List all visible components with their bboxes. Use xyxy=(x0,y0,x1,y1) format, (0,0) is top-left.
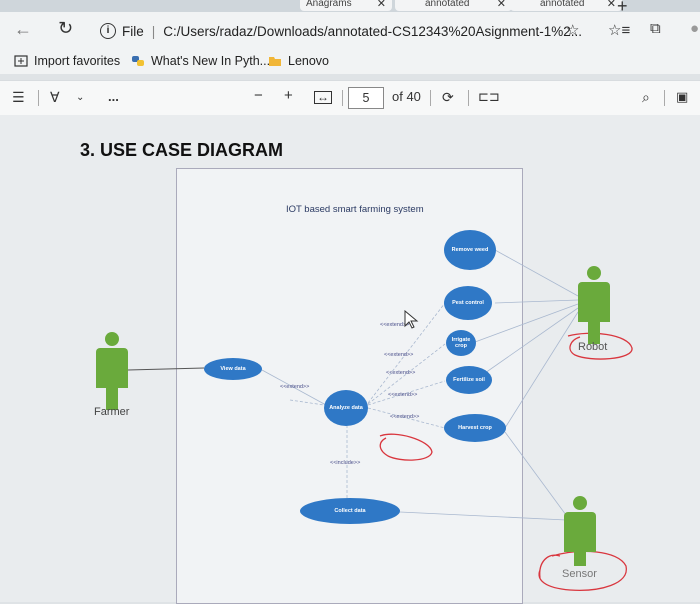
info-icon[interactable]: i xyxy=(100,23,116,39)
usecase-label: Harvest crop xyxy=(458,425,492,431)
usecase-label: Fertilize soil xyxy=(453,377,485,383)
actor-head xyxy=(573,496,587,510)
zoom-in-button[interactable]: + xyxy=(284,87,293,104)
divider xyxy=(468,90,469,106)
system-title: IOT based smart farming system xyxy=(286,204,424,215)
favorite-python[interactable]: What's New In Pyth... xyxy=(131,54,270,68)
usecase-label: Analyze data xyxy=(329,405,363,411)
favorite-star-icon[interactable]: ☆ xyxy=(566,22,580,39)
usecase-label: View data xyxy=(220,366,246,372)
favorite-label: What's New In Pyth... xyxy=(151,54,271,68)
fit-page-icon[interactable]: ↔ xyxy=(314,91,332,104)
actor-body xyxy=(96,348,128,388)
divider xyxy=(430,90,431,106)
collections-icon[interactable]: ⧉ xyxy=(650,20,661,37)
divider xyxy=(38,90,39,106)
usecase-view-data: View data xyxy=(204,358,262,380)
usecase-label: Pest control xyxy=(452,300,484,306)
draw-icon[interactable]: ∀ xyxy=(50,89,60,105)
actor-body xyxy=(564,512,596,552)
favorites-list-icon[interactable]: ☆≡ xyxy=(608,22,631,39)
usecase-collect-data: Collect data xyxy=(300,498,400,524)
actor-head xyxy=(587,266,601,280)
close-icon[interactable]: ✕ xyxy=(496,0,506,10)
two-page-view-icon[interactable]: ⊏⊐ xyxy=(478,89,500,104)
favorite-lenovo[interactable]: Lenovo xyxy=(268,54,329,68)
python-icon xyxy=(132,56,144,66)
favorite-label: Import favorites xyxy=(34,54,121,68)
section-heading: 3. USE CASE DIAGRAM xyxy=(80,140,284,160)
scheme-label: File xyxy=(122,23,144,39)
usecase-harvest-crop: Harvest crop xyxy=(444,414,506,442)
divider xyxy=(342,90,343,106)
actor-legs xyxy=(574,552,586,566)
page-number-input[interactable]: 5 xyxy=(348,87,384,109)
more-menu-button[interactable]: ... xyxy=(108,89,119,104)
tab-label: Anagrams xyxy=(306,0,352,9)
usecase-label: Collect data xyxy=(334,508,366,514)
url-text: C:/Users/radaz/Downloads/annotated-CS123… xyxy=(163,23,583,39)
usecase-label: Remove weed xyxy=(451,247,489,253)
tab-anagrams[interactable]: Anagrams ✕ xyxy=(300,0,392,11)
usecase-analyze-data: Analyze data xyxy=(324,390,368,426)
actor-head xyxy=(105,332,119,346)
tab-annotated-2[interactable]: annotated ✕ xyxy=(510,0,622,11)
actor-label-robot: Robot xyxy=(578,341,608,353)
actor-label-sensor: Sensor xyxy=(562,568,597,580)
folder-icon xyxy=(269,57,281,66)
rotate-icon[interactable]: ⟳ xyxy=(442,89,454,105)
contents-icon[interactable]: ☰ xyxy=(12,89,25,105)
back-arrow-icon[interactable]: ← xyxy=(14,19,32,39)
pdf-toolbar: ☰ ∀ ⌄ ... − + ↔ 5 of 40 ⟳ ⊏⊐ ⌕ ▣ xyxy=(0,80,700,116)
actor-legs xyxy=(106,388,118,410)
extend-label: <<extend>> xyxy=(390,414,420,420)
mouse-cursor-icon xyxy=(404,310,419,329)
divider xyxy=(664,90,665,106)
usecase-fertilize-soil: Fertilize soil xyxy=(446,366,492,394)
close-icon[interactable]: ✕ xyxy=(606,0,616,10)
extend-label: <<extend>> xyxy=(380,322,410,328)
usecase-pest-control: Pest control xyxy=(444,286,492,320)
profile-icon[interactable]: ● xyxy=(690,20,700,37)
usecase-irrigate-crop: Irrigate crop xyxy=(446,330,476,356)
usecase-label: Irrigate crop xyxy=(451,337,471,349)
actor-label-farmer: Farmer xyxy=(94,406,130,418)
import-icon xyxy=(14,55,28,67)
page-total: of 40 xyxy=(392,89,421,104)
zoom-out-button[interactable]: − xyxy=(254,87,263,104)
chevron-down-icon[interactable]: ⌄ xyxy=(76,92,85,103)
include-label: <<include>> xyxy=(330,460,361,466)
tab-label: annotated xyxy=(540,0,585,9)
extend-label: <<extend>> xyxy=(384,352,414,358)
save-icon[interactable]: ▣ xyxy=(676,89,689,104)
favorite-label: Lenovo xyxy=(288,54,330,68)
close-icon[interactable]: ✕ xyxy=(376,0,386,10)
refresh-icon[interactable]: ↻ xyxy=(58,18,74,38)
tab-strip: Anagrams ✕ annotated ✕ annotated ✕ + xyxy=(0,0,700,16)
favorites-bar: Import favorites What's New In Pyth... L… xyxy=(0,50,700,74)
tab-label: annotated xyxy=(425,0,470,9)
new-tab-icon[interactable]: + xyxy=(617,0,628,16)
url-field[interactable]: i File | C:/Users/radaz/Downloads/annota… xyxy=(100,18,610,44)
tab-annotated-1[interactable]: annotated ✕ xyxy=(395,0,512,11)
divider: | xyxy=(151,23,156,39)
favorite-import[interactable]: Import favorites xyxy=(14,54,120,68)
usecase-remove-weed: Remove weed xyxy=(444,230,496,270)
extend-label: <<extend>> xyxy=(386,370,416,376)
extend-label: <<extend>> xyxy=(280,384,310,390)
search-icon[interactable]: ⌕ xyxy=(642,89,650,105)
extend-label: <<extend>> xyxy=(388,392,418,398)
actor-body xyxy=(578,282,610,322)
address-bar: ← ↻ i File | C:/Users/radaz/Downloads/an… xyxy=(0,12,700,50)
actor-legs xyxy=(588,322,600,344)
